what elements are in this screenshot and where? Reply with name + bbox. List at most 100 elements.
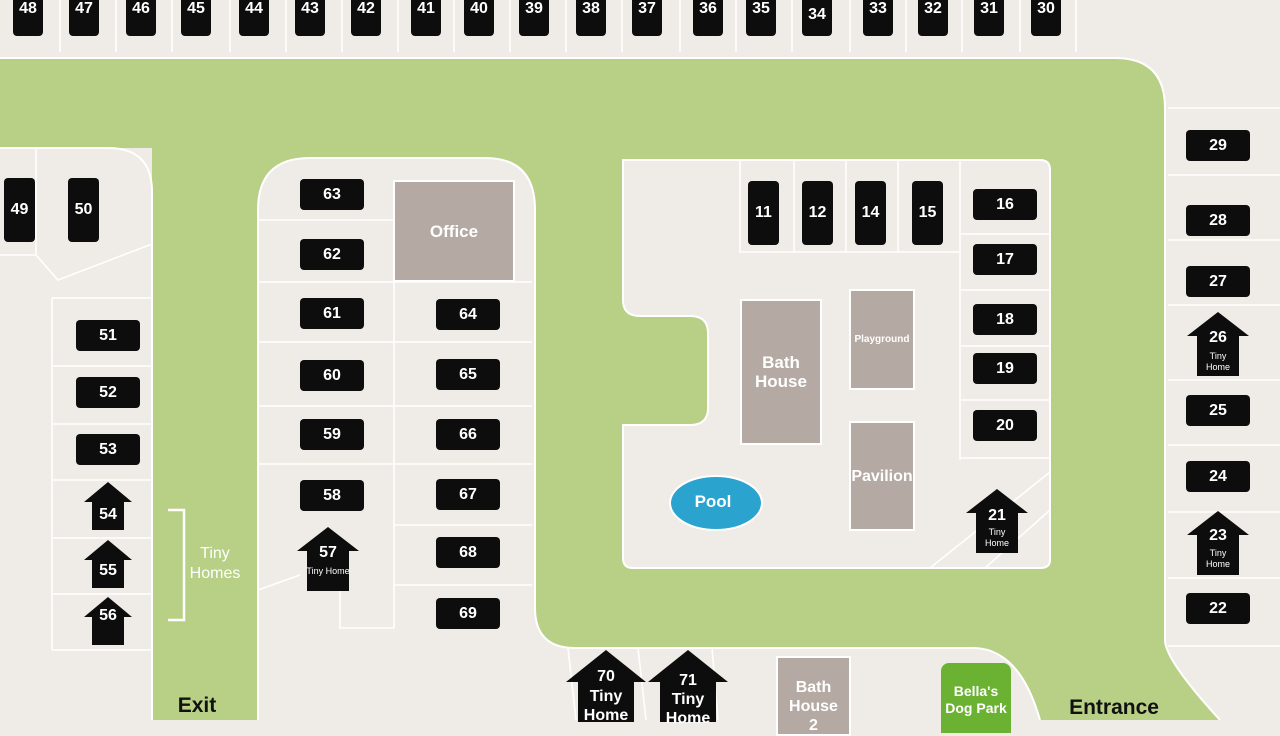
tiny-home-26[interactable]: 26 Tiny Home — [1187, 312, 1249, 376]
site-64[interactable]: 64 — [436, 299, 500, 330]
tiny-home-23-text: Tiny Home — [1205, 548, 1230, 569]
tiny-home-55-number: 55 — [99, 562, 117, 579]
tiny-home-57[interactable]: 57 Tiny Home — [297, 527, 359, 591]
tiny-home-21[interactable]: 21 Tiny Home — [966, 489, 1028, 553]
site-11[interactable]: 11 — [748, 181, 779, 245]
house-icon — [297, 527, 359, 591]
tiny-homes-label-1: Tiny — [200, 545, 230, 562]
site-69[interactable]: 69 — [436, 598, 500, 629]
site-60[interactable]: 60 — [300, 360, 364, 391]
site-16[interactable]: 16 — [973, 189, 1037, 220]
site-19[interactable]: 19 — [973, 353, 1037, 384]
tiny-home-71-home: Home — [665, 710, 711, 727]
site-48[interactable]: 48 — [13, 0, 43, 36]
site-42[interactable]: 42 — [351, 0, 381, 36]
site-20[interactable]: 20 — [973, 410, 1037, 441]
tiny-home-21-text: Tiny Home — [984, 527, 1009, 548]
tiny-home-55[interactable]: 55 — [84, 540, 132, 588]
tiny-home-57-text: Tiny Home — [306, 566, 350, 576]
site-24[interactable]: 24 — [1186, 461, 1250, 492]
tiny-home-57-number: 57 — [319, 544, 337, 561]
site-45[interactable]: 45 — [181, 0, 211, 36]
site-63[interactable]: 63 — [300, 179, 364, 210]
site-15[interactable]: 15 — [912, 181, 943, 245]
site-14[interactable]: 14 — [855, 181, 886, 245]
tiny-home-23-number: 23 — [1209, 527, 1227, 544]
site-17[interactable]: 17 — [973, 244, 1037, 275]
house-icon — [1187, 312, 1249, 376]
tiny-home-71-number: 71 — [679, 672, 697, 689]
site-53[interactable]: 53 — [76, 434, 140, 465]
tiny-home-56-number: 56 — [99, 607, 117, 624]
site-67[interactable]: 67 — [436, 479, 500, 510]
site-33[interactable]: 33 — [863, 0, 893, 36]
pool-label[interactable]: Pool — [694, 492, 732, 511]
site-49[interactable]: 49 — [4, 178, 35, 242]
tiny-home-23[interactable]: 23 Tiny Home — [1187, 511, 1249, 575]
site-12[interactable]: 12 — [802, 181, 833, 245]
house-icon — [566, 650, 646, 722]
pavilion-label: Pavilion — [851, 467, 913, 485]
exit-label: Exit — [177, 694, 217, 717]
house-icon — [1187, 511, 1249, 575]
site-29[interactable]: 29 — [1186, 130, 1250, 161]
site-46[interactable]: 46 — [126, 0, 156, 36]
bath-house-2-label-3: 2 — [809, 717, 818, 734]
site-41[interactable]: 41 — [411, 0, 441, 36]
house-icon — [648, 650, 728, 722]
dog-park-label-2: Dog Park — [945, 700, 1007, 716]
bath-house-2-label-1: Bath — [795, 679, 832, 696]
tiny-home-70-tiny: Tiny — [589, 688, 623, 705]
site-47[interactable]: 47 — [69, 0, 99, 36]
site-34[interactable]: 34 — [802, 0, 832, 36]
site-61[interactable]: 61 — [300, 298, 364, 329]
pavilion-building[interactable]: Pavilion — [849, 421, 915, 531]
office-building[interactable]: Office — [393, 180, 515, 282]
tiny-homes-bracket — [168, 508, 186, 622]
site-27[interactable]: 27 — [1186, 266, 1250, 297]
tiny-home-26-number: 26 — [1209, 329, 1227, 346]
site-59[interactable]: 59 — [300, 419, 364, 450]
site-30[interactable]: 30 — [1031, 0, 1061, 36]
tiny-home-56[interactable]: 56 — [84, 597, 132, 645]
tiny-home-71[interactable]: 71 Tiny Home — [648, 650, 728, 727]
site-32[interactable]: 32 — [918, 0, 948, 36]
tiny-home-54-number: 54 — [99, 506, 117, 523]
office-label: Office — [429, 221, 479, 241]
site-43[interactable]: 43 — [295, 0, 325, 36]
site-58[interactable]: 58 — [300, 480, 364, 511]
site-66[interactable]: 66 — [436, 419, 500, 450]
site-68[interactable]: 68 — [436, 537, 500, 568]
house-icon — [84, 540, 132, 588]
site-50[interactable]: 50 — [68, 178, 99, 242]
site-22[interactable]: 22 — [1186, 593, 1250, 624]
site-25[interactable]: 25 — [1186, 395, 1250, 426]
tiny-home-54[interactable]: 54 — [84, 482, 132, 530]
house-icon — [84, 482, 132, 530]
site-52[interactable]: 52 — [76, 377, 140, 408]
site-36[interactable]: 36 — [693, 0, 723, 36]
site-51[interactable]: 51 — [76, 320, 140, 351]
site-44[interactable]: 44 — [239, 0, 269, 36]
site-18[interactable]: 18 — [973, 304, 1037, 335]
site-39[interactable]: 39 — [519, 0, 549, 36]
tiny-homes-label: Tiny Homes — [184, 544, 246, 584]
tiny-home-21-number: 21 — [988, 507, 1006, 524]
site-35[interactable]: 35 — [746, 0, 776, 36]
playground-label: Playground — [854, 334, 910, 345]
site-65[interactable]: 65 — [436, 359, 500, 390]
playground-building[interactable]: Playground — [849, 289, 915, 390]
site-28[interactable]: 28 — [1186, 205, 1250, 236]
site-62[interactable]: 62 — [300, 239, 364, 270]
site-40[interactable]: 40 — [464, 0, 494, 36]
house-icon — [84, 597, 132, 645]
site-31[interactable]: 31 — [974, 0, 1004, 36]
tiny-home-26-text: Tiny Home — [1205, 351, 1230, 372]
site-38[interactable]: 38 — [576, 0, 606, 36]
tiny-home-70[interactable]: 70 Tiny Home — [566, 650, 646, 724]
site-37[interactable]: 37 — [632, 0, 662, 36]
